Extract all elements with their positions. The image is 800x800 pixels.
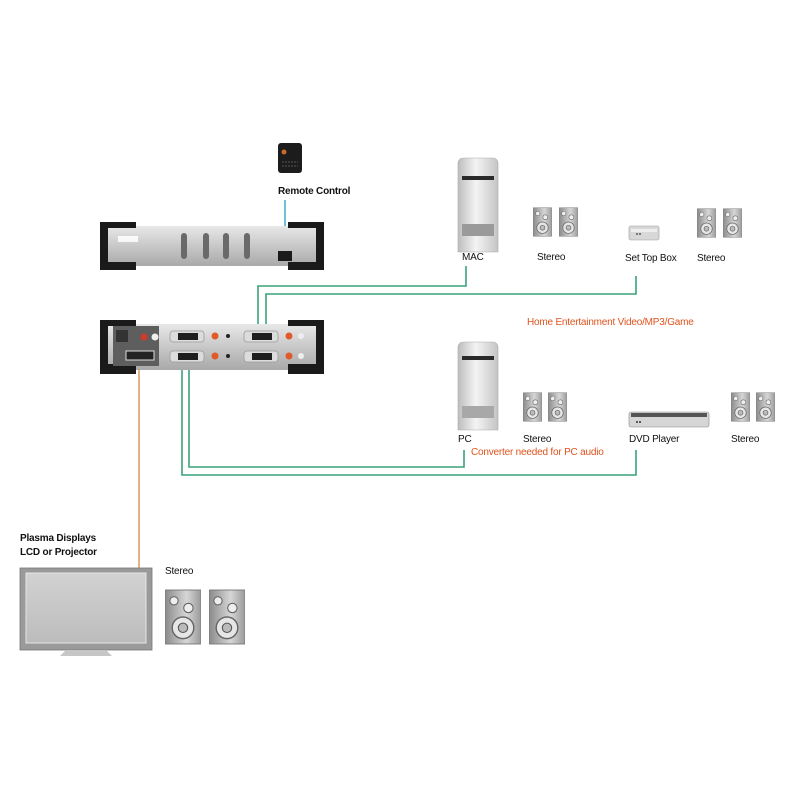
display-stereo-left: [165, 589, 201, 645]
mac-logo: [462, 224, 494, 236]
dvd-stereo-label: Stereo: [731, 434, 760, 445]
dvd-player-label: DVD Player: [629, 434, 680, 445]
set-top-box-label: Set Top Box: [625, 253, 677, 264]
pc-label: PC: [458, 434, 472, 445]
mac-computer[interactable]: [457, 157, 499, 253]
port-button-2[interactable]: [203, 233, 209, 259]
mac-stereo-left: [533, 207, 552, 237]
pc-computer[interactable]: [457, 341, 499, 431]
dvi-port-2: [252, 333, 272, 340]
plasma-display[interactable]: [19, 567, 153, 656]
remote-control-label: Remote Control: [278, 186, 351, 197]
display-label: Plasma Displays LCD or Projector: [20, 533, 97, 558]
power-jack: [116, 330, 128, 342]
stb-stereo-right: [723, 208, 742, 238]
port-button-4[interactable]: [244, 233, 250, 259]
pc-logo: [462, 406, 494, 418]
remote-control[interactable]: [278, 143, 302, 173]
dvi-port-3: [178, 353, 198, 360]
port-button-1[interactable]: [181, 233, 187, 259]
stb-stereo-label: Stereo: [697, 253, 726, 264]
switch-rear-panel: [100, 320, 324, 374]
remote-power-icon: [281, 149, 287, 155]
pc-stereo-label: Stereo: [523, 434, 552, 445]
aten-logo: [118, 236, 138, 242]
pc-stereo-right: [548, 392, 567, 422]
dvd-stereo-right: [756, 392, 775, 422]
audio-white-jack: [151, 333, 159, 341]
home-entertainment-annotation: Home Entertainment Video/MP3/Game: [527, 317, 694, 328]
dvd-stereo-left: [731, 392, 750, 422]
switch-front-panel[interactable]: [100, 222, 324, 270]
port-button-3[interactable]: [223, 233, 229, 259]
ir-receiver: [278, 251, 292, 261]
dvi-port-4: [252, 353, 272, 360]
console-port: [125, 350, 155, 361]
dvi-port-1: [178, 333, 198, 340]
dvd-player[interactable]: [628, 411, 710, 428]
display-stereo-label: Stereo: [165, 566, 194, 577]
mac-stereo-right: [559, 207, 578, 237]
audio-red-jack: [140, 333, 148, 341]
cable-to-pc: [188, 362, 465, 468]
set-top-box[interactable]: [628, 225, 660, 241]
pc-stereo-left: [523, 392, 542, 422]
cable-to-dvd-player: [181, 362, 637, 476]
stb-stereo-left: [697, 208, 716, 238]
display-stand: [60, 650, 112, 656]
mac-stereo-label: Stereo: [537, 252, 566, 263]
display-stereo-right: [209, 589, 245, 645]
pc-audio-annotation: Converter needed for PC audio: [471, 447, 604, 458]
mac-label: MAC: [462, 252, 484, 263]
